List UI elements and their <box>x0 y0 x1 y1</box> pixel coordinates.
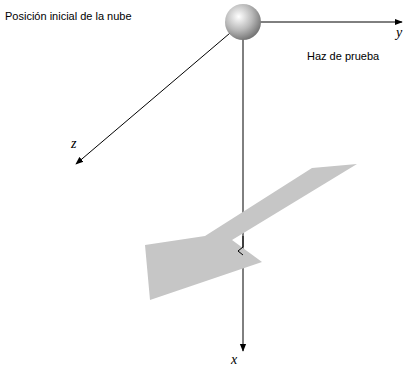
cloud-sphere <box>225 4 261 40</box>
z-axis <box>76 22 243 164</box>
axis-label: y <box>396 25 402 42</box>
probe-beam-arrow <box>145 164 357 300</box>
x-axis <box>243 22 244 351</box>
x-axis-notch <box>243 236 244 247</box>
y-axis <box>243 22 402 23</box>
axis-label: z <box>71 136 76 153</box>
cloud-position-label: Posición inicial de la nube <box>5 10 132 23</box>
beam-label: Haz de prueba <box>307 50 379 63</box>
x-axis-notch <box>238 251 243 255</box>
axis-label: x <box>231 352 237 369</box>
x-axis-notch <box>238 247 243 251</box>
